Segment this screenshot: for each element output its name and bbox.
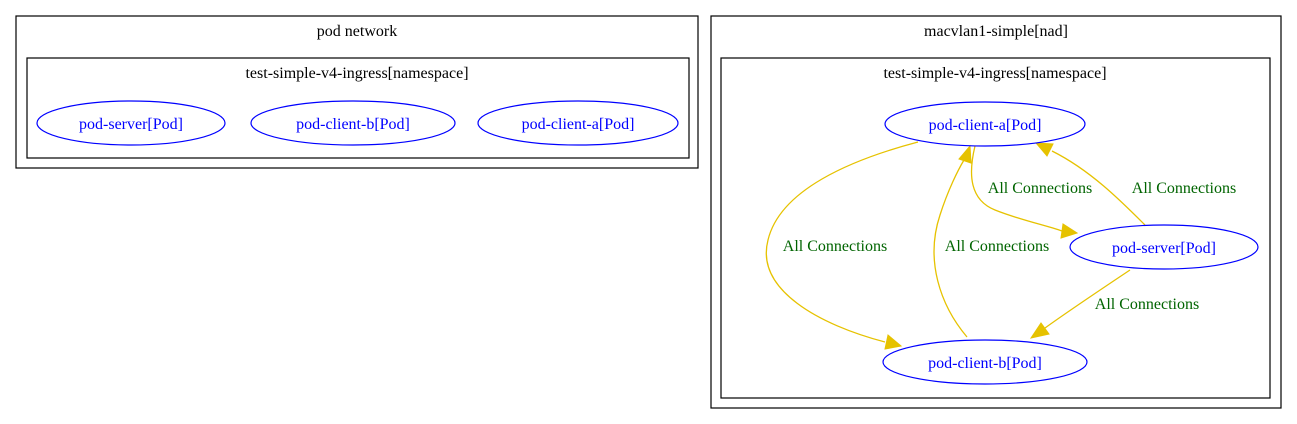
node-left-pod-client-a-shape [477,100,679,146]
namespace-cluster-left-label: test-simple-v4-ingress[namespace] [245,65,468,82]
edge-server-to-client-b-arrowhead [1029,322,1050,339]
edge-client-b-to-client-a-line [933,159,968,338]
edge-client-a-to-client-b-arrowhead [884,334,903,350]
edge-client-a-to-server[interactable]: All Connections [970,145,1093,239]
namespace-cluster-right-border [720,57,1271,399]
cluster-macvlan-label: macvlan1-simple[nad] [924,23,1068,40]
edge-client-a-to-client-b-line [765,141,919,343]
namespace-cluster-right: test-simple-v4-ingress[namespace] All Co… [720,57,1271,399]
edge-server-to-client-a-label: All Connections [1132,180,1236,197]
edge-client-b-to-client-a-arrowhead [958,144,972,164]
node-left-pod-client-b-shape [250,100,456,146]
cluster-pod-network: pod network test-simple-v4-ingress[names… [15,15,699,169]
edge-server-to-client-b-line [1044,269,1131,329]
node-right-pod-client-b[interactable]: pod-client-b[Pod] [882,339,1088,385]
node-right-pod-server-shape [1069,224,1259,270]
edge-client-a-to-server-label: All Connections [988,180,1092,197]
node-right-pod-client-b-label: pod-client-b[Pod] [928,355,1042,372]
cluster-pod-network-label: pod network [317,23,397,40]
node-left-pod-client-b-label: pod-client-b[Pod] [296,116,410,133]
node-left-pod-client-a[interactable]: pod-client-a[Pod] [477,100,679,146]
node-left-pod-client-a-label: pod-client-a[Pod] [522,116,635,133]
node-left-pod-server-shape [36,100,226,146]
edge-server-to-client-a[interactable]: All Connections [1034,142,1236,226]
node-right-pod-server[interactable]: pod-server[Pod] [1069,224,1259,270]
edge-server-to-client-a-arrowhead [1034,142,1054,157]
namespace-cluster-right-label: test-simple-v4-ingress[namespace] [883,65,1106,82]
node-right-pod-client-a-label: pod-client-a[Pod] [929,117,1042,134]
node-right-pod-client-a-shape [884,101,1086,147]
edge-client-b-to-client-a[interactable]: All Connections [933,144,1049,338]
node-left-pod-server[interactable]: pod-server[Pod] [36,100,226,146]
node-left-pod-server-label: pod-server[Pod] [79,116,183,133]
edge-client-b-to-client-a-label: All Connections [945,238,1049,255]
edge-server-to-client-a-line [1051,150,1146,226]
node-right-pod-client-b-shape [882,339,1088,385]
edge-server-to-client-b[interactable]: All Connections [1029,269,1199,339]
edge-server-to-client-b-label: All Connections [1095,296,1199,313]
edge-client-a-to-server-line [970,145,1063,232]
node-left-pod-client-b[interactable]: pod-client-b[Pod] [250,100,456,146]
cluster-pod-network-border [15,15,699,169]
namespace-cluster-left: test-simple-v4-ingress[namespace] pod-se… [26,57,690,159]
node-right-pod-client-a[interactable]: pod-client-a[Pod] [884,101,1086,147]
edge-client-a-to-client-b[interactable]: All Connections [765,141,919,350]
namespace-cluster-left-border [26,57,690,159]
edge-client-a-to-server-arrowhead [1060,223,1079,239]
node-right-pod-server-label: pod-server[Pod] [1112,240,1216,257]
cluster-macvlan: macvlan1-simple[nad] test-simple-v4-ingr… [710,15,1282,409]
edge-client-a-to-client-b-label: All Connections [783,238,887,255]
cluster-macvlan-border [710,15,1282,409]
